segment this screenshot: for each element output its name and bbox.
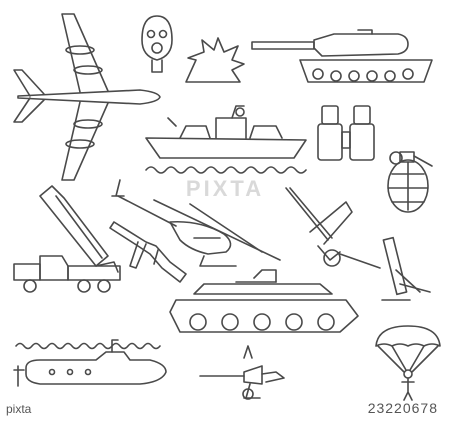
gas-mask-icon	[141, 15, 173, 73]
paratrooper-icon	[375, 325, 441, 401]
stock-brand: pixta	[6, 402, 32, 416]
airplane-icon	[13, 13, 161, 181]
missile-launcher-truck-icon	[13, 185, 121, 293]
tank-icon	[251, 29, 433, 83]
machine-gun-icon	[199, 345, 285, 400]
mortar-icon	[381, 236, 431, 301]
binoculars-icon	[317, 105, 375, 161]
watermark: PIXTA	[185, 176, 265, 201]
water-waves-icon	[15, 342, 161, 350]
armored-vehicle-icon	[169, 269, 359, 333]
artillery-cannon-icon	[285, 187, 381, 269]
assault-rifle-icon	[109, 221, 187, 283]
explosion-icon	[185, 37, 245, 83]
submarine-icon	[13, 339, 167, 387]
stock-id: 23220678	[367, 400, 438, 416]
warship-icon	[145, 105, 307, 174]
hand-grenade-icon	[387, 151, 433, 213]
helicopter-icon	[111, 179, 281, 267]
